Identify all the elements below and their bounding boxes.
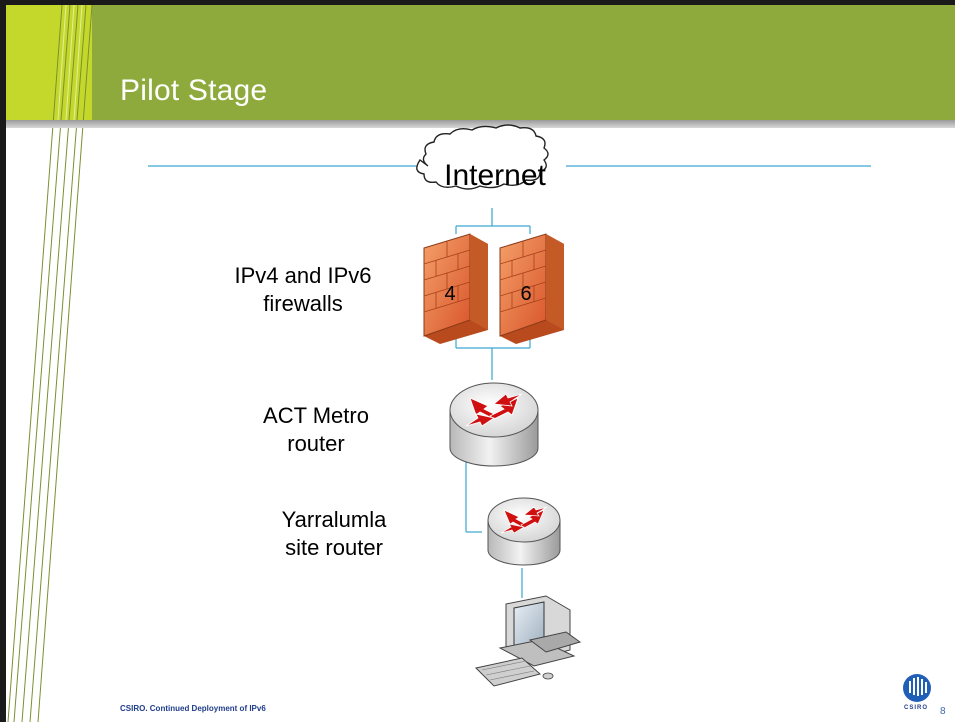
metro-router-label-line-2: router [287, 431, 345, 456]
csiro-logo-text: CSIRO [903, 705, 928, 711]
header-shadow [6, 120, 955, 128]
page-number: 8 [940, 706, 946, 717]
firewalls-label-line-1: IPv4 and IPv6 [234, 263, 372, 288]
site-router-label: Yarralumla site router [260, 506, 408, 562]
internet-cloud-icon: Internet [416, 124, 549, 192]
site-router-label-line-2: site router [285, 535, 383, 560]
internet-label: Internet [444, 159, 546, 192]
site-router-label-line-1: Yarralumla [281, 507, 387, 532]
metro-router-label-line-1: ACT Metro [263, 403, 369, 428]
firewall-ipv4-label: 4 [444, 283, 455, 305]
firewalls-label: IPv4 and IPv6 firewalls [208, 262, 398, 318]
firewall-ipv6-label: 6 [520, 283, 531, 305]
firewall-ipv4-icon: 4 [423, 233, 488, 344]
site-router-icon [487, 497, 561, 566]
metro-router-icon [449, 382, 539, 467]
metro-router-label: ACT Metro router [246, 402, 386, 458]
left-border [0, 0, 6, 722]
firewall-ipv6-icon: 6 [499, 233, 564, 344]
footer-text: CSIRO. Continued Deployment of IPv6 [120, 704, 266, 713]
network-links [455, 208, 531, 598]
page-title: Pilot Stage [120, 74, 268, 107]
header-band [6, 5, 955, 120]
workstation-icon [474, 595, 582, 687]
csiro-logo-icon [903, 674, 931, 702]
firewalls-label-line-2: firewalls [263, 291, 343, 316]
top-border [0, 0, 955, 5]
